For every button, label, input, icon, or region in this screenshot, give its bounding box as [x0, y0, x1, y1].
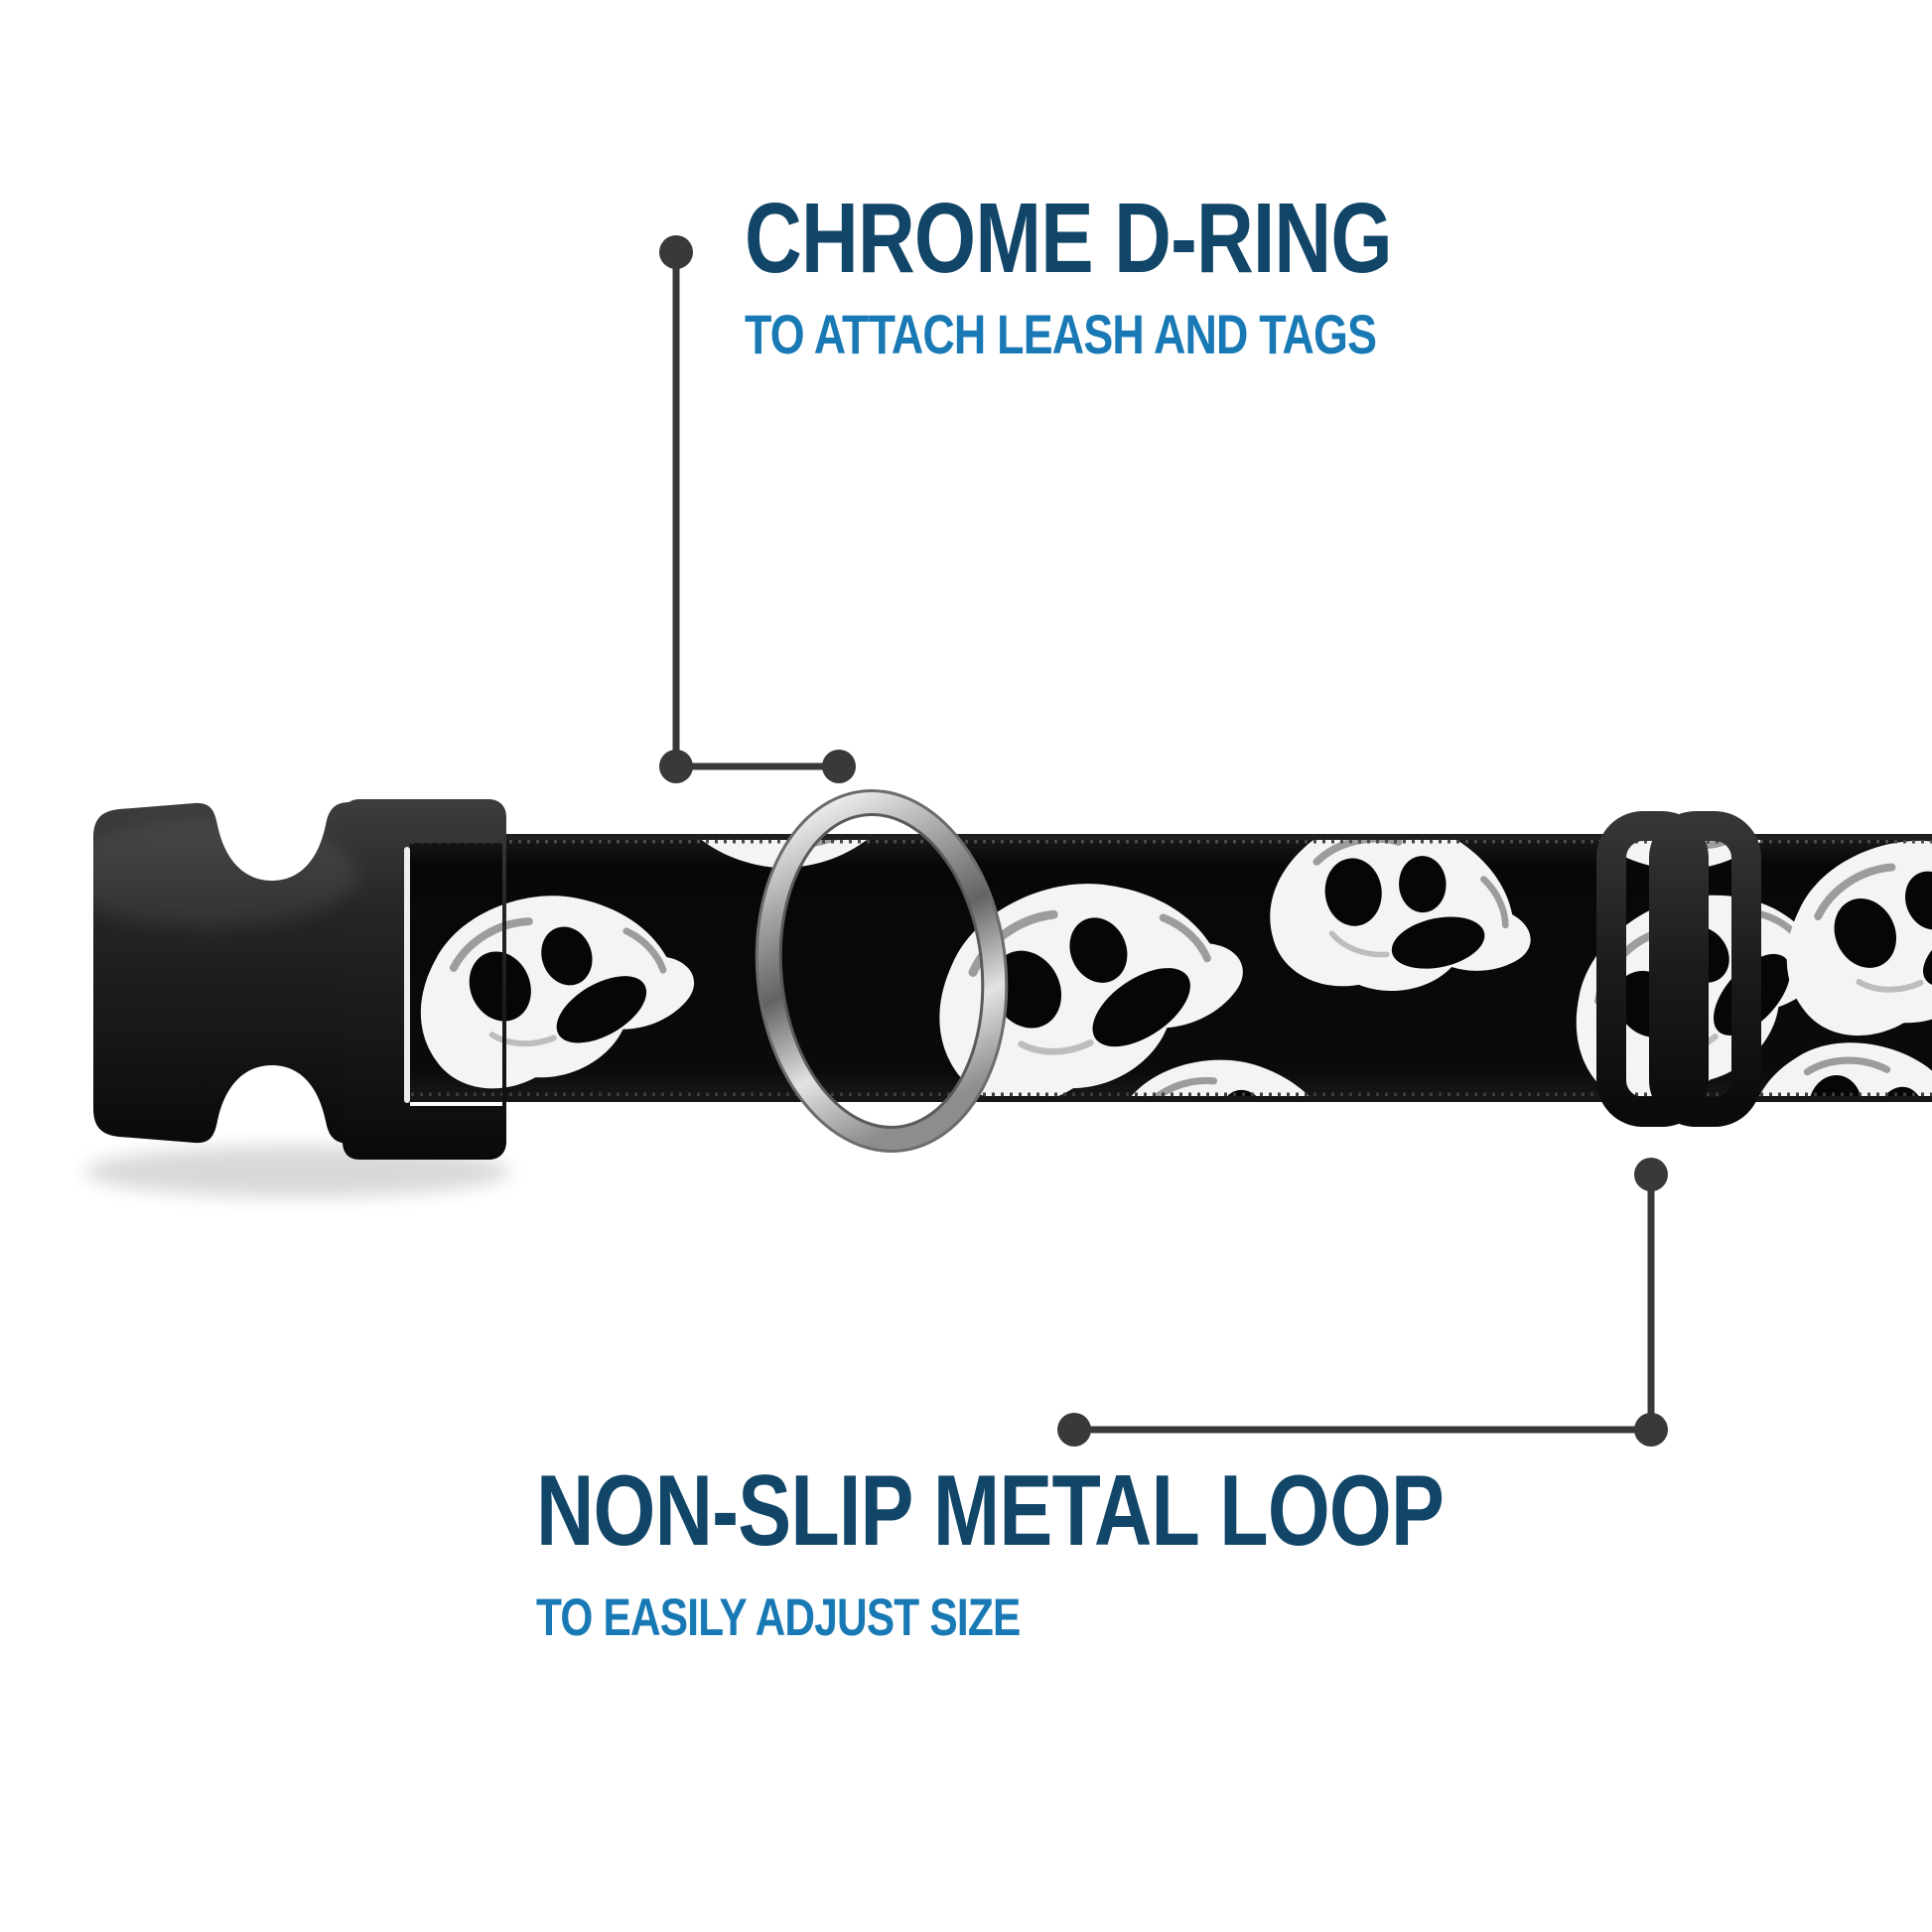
callout-dot: [1057, 1413, 1091, 1447]
buckle-head: [343, 799, 506, 1160]
chrome-d-ring: [755, 789, 1009, 1153]
slider-left-loop: [1596, 811, 1709, 1127]
strap-edge-bottom: [402, 1096, 1932, 1102]
bottom-callout-line: [1057, 1158, 1668, 1447]
d-ring-band: [757, 790, 1007, 1152]
metal-loop-slider: [1596, 811, 1761, 1127]
callout-dot: [1634, 1158, 1668, 1191]
buckle-slot-highlight: [404, 847, 410, 1103]
top-callout-subtitle: TO ATTACH LEASH AND TAGS: [745, 307, 1534, 362]
top-callout-title-text: CHROME D-RING: [745, 183, 1393, 294]
top-callout-subtitle-text: TO ATTACH LEASH AND TAGS: [745, 303, 1377, 365]
callout-dot: [659, 750, 693, 783]
bottom-callout-title: NON-SLIP METAL LOOP: [536, 1461, 1671, 1562]
bottom-callout-subtitle: TO EASILY ADJUST SIZE: [536, 1591, 1141, 1644]
strap-edge-top: [402, 834, 1932, 840]
buckle-highlight: [60, 819, 357, 928]
slider-right-loop: [1649, 811, 1761, 1127]
bottom-callout-subtitle-text: TO EASILY ADJUST SIZE: [536, 1588, 1021, 1647]
top-callout-line: [659, 235, 856, 783]
callout-dot: [659, 235, 693, 269]
d-ring-inner-edge: [778, 813, 985, 1129]
d-ring-outer-edge: [755, 789, 1009, 1153]
callout-dot: [1634, 1413, 1668, 1447]
callout-dot: [822, 750, 856, 783]
top-callout-title: CHROME D-RING: [745, 189, 1554, 288]
collar: [60, 789, 1932, 1197]
bottom-callout-title-text: NON-SLIP METAL LOOP: [536, 1455, 1445, 1567]
